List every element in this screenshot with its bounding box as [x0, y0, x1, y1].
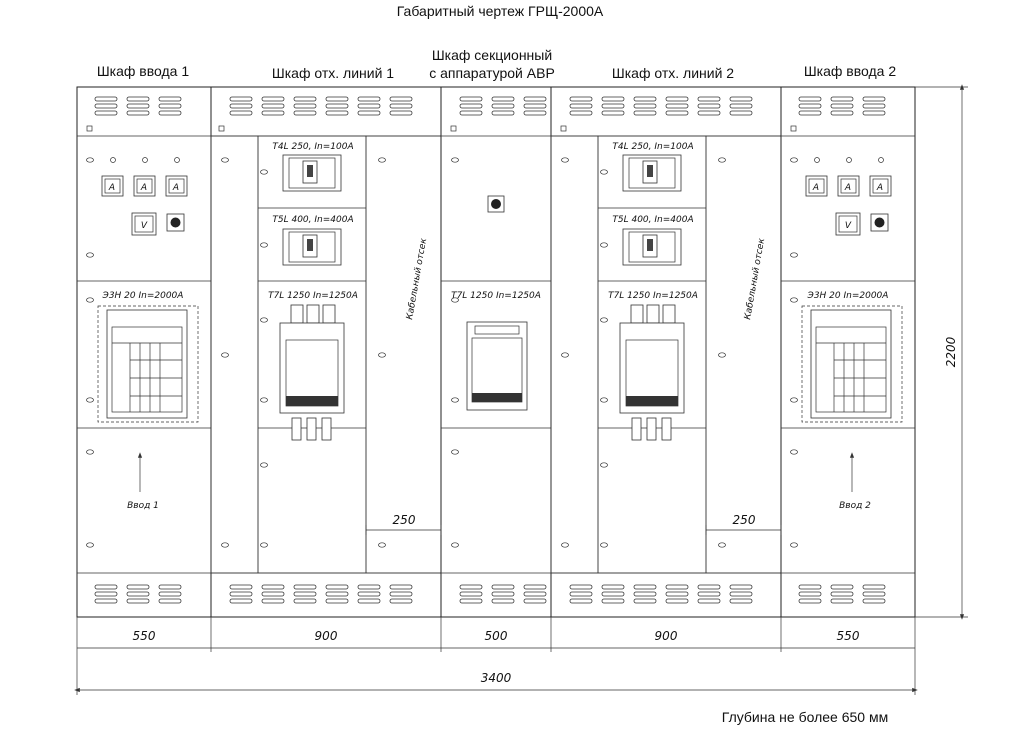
ammeter-1-label: A [108, 183, 115, 193]
drawing-title: Габаритный чертеж ГРЩ-2000А [397, 3, 604, 19]
depth-note: Глубина не более 650 мм [722, 709, 888, 725]
ats-selector-switch [487, 195, 505, 213]
cabinet-2-breaker-2 [282, 228, 342, 266]
cabinet-2-breaker-3-label: T7L 1250 In=1250A [268, 291, 358, 301]
ammeter-4-label: A [812, 183, 819, 193]
total-height: 2200 [944, 336, 958, 367]
total-width: 3400 [481, 671, 512, 685]
cabinet-4-breaker-2-label: T5L 400, In=400A [612, 215, 693, 225]
cabinet-4-breaker-3-label: T7L 1250 In=1250A [608, 291, 698, 301]
cabinet-5-breaker-label: Э3Н 20 In=2000А [807, 291, 889, 301]
ammeter-6-label: A [876, 183, 883, 193]
cabinet-2-name: Шкаф отх. линий 1 [272, 65, 394, 81]
cabinet-1-instruments: A A A V [101, 157, 188, 236]
cabinet-3-name-line1: Шкаф секционный [432, 47, 552, 63]
cabinet-5-instruments: A A A V [805, 157, 892, 236]
width-cabinet-2: 900 [315, 629, 338, 643]
cabinet-5-input-label: Ввод 2 [839, 501, 871, 511]
cabinet-3-name-line2: с аппаратурой АВР [429, 65, 555, 81]
cabinet-3-breaker [466, 321, 528, 411]
ventilation-grilles [94, 96, 886, 604]
cabinet-4-breaker-1-label: T4L 250, In=100A [612, 142, 693, 152]
cabinet-1-main-breaker [97, 305, 199, 423]
door-hinges [86, 157, 798, 548]
cabinet-4-cable-width: 250 [733, 513, 756, 527]
voltmeter-label: V [141, 221, 148, 231]
ammeter-3-label: A [172, 183, 179, 193]
cabinet-4-breaker-1 [622, 154, 682, 192]
ammeter-2-label: A [140, 183, 147, 193]
cabinet-2-breaker-2-label: T5L 400, In=400A [272, 215, 353, 225]
cabinet-2-breaker-1 [282, 154, 342, 192]
cabinet-5-main-breaker [801, 305, 903, 423]
cabinet-5-name: Шкаф ввода 2 [804, 63, 896, 79]
cabinet-1-input-label: Ввод 1 [127, 501, 159, 511]
width-cabinet-4: 900 [655, 629, 678, 643]
width-cabinet-3: 500 [485, 629, 508, 643]
ammeter-5-label: A [844, 183, 851, 193]
voltmeter-2-label: V [845, 221, 852, 231]
cabinet-1-breaker-label: Э3Н 20 In=2000А [102, 291, 184, 301]
width-dimensions [74, 84, 968, 695]
cabinet-4-name: Шкаф отх. линий 2 [612, 65, 734, 81]
cabinet-3-breaker-label: T7L 1250 In=1250A [451, 291, 541, 301]
width-cabinet-1: 550 [133, 629, 156, 643]
cabinet-2-cable-width: 250 [393, 513, 416, 527]
cabinet-2-breaker-1-label: T4L 250, In=100A [272, 142, 353, 152]
cabinet-1-name: Шкаф ввода 1 [97, 63, 189, 79]
cabinet-4-breaker-2 [622, 228, 682, 266]
cabinet-4-breaker-3 [619, 304, 685, 441]
width-cabinet-5: 550 [837, 629, 860, 643]
cabinet-2-breaker-3 [279, 304, 345, 441]
